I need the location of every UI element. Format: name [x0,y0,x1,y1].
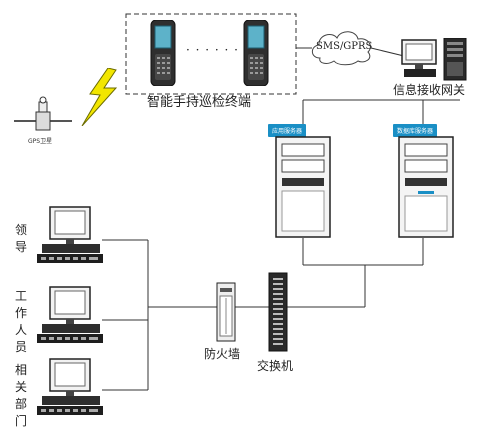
gateway-computer-icon [400,37,472,86]
terminal-ellipsis: · · · · · · [186,43,239,57]
pc-label: 工作人员 [14,289,27,354]
cloud-icon [308,28,376,72]
db-server-icon [398,136,454,242]
firewall-label: 防火墙 [204,347,241,361]
switch-icon [268,272,288,356]
wireless-signal-icon [78,67,120,130]
switch-label: 交换机 [257,359,294,373]
desktop-computer-icon [36,358,104,420]
handheld-terminal-icon [149,19,177,90]
desktop-computer-icon [36,286,104,348]
gps-satellite [14,96,72,140]
db-server-tag: 数据库服务器 [393,124,438,137]
pc-label: 领导 [14,223,27,254]
app-server-tag: 应用服务器 [268,124,307,137]
gps-label: GPS卫星 [28,138,53,145]
desktop-computer-icon [36,206,104,268]
firewall-icon [216,282,236,346]
pc-label: 相关部门 [14,363,27,428]
terminals-frame [125,13,297,95]
handheld-terminal-icon [242,19,270,90]
gateway-label: 信息接收网关 [393,83,466,97]
app-server-icon [275,136,331,242]
cloud-label: SMS/GPRS [316,41,373,52]
terminals-label: 智能手持巡检终端 [147,95,252,110]
